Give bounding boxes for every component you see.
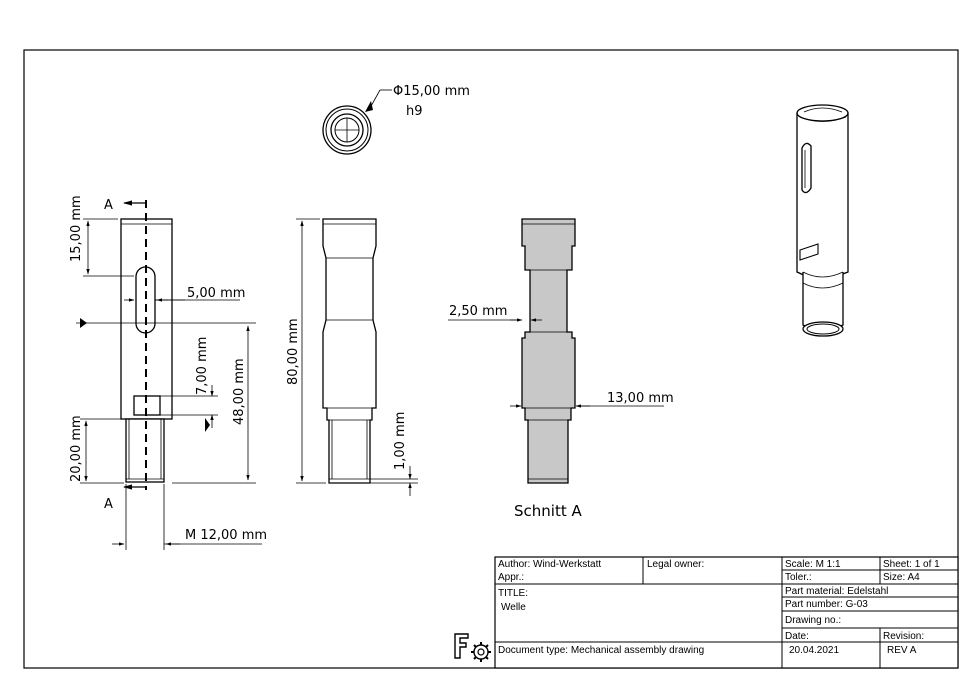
- title-label: TITLE:: [498, 588, 528, 599]
- dim-tol: h9: [406, 104, 423, 119]
- section-a-view: 2,50 mm 13,00 mm Schnitt A: [448, 218, 674, 520]
- thread-stub: [125, 418, 165, 483]
- revision-label: Revision:: [883, 631, 924, 642]
- dim-20: 20,00 mm: [69, 415, 84, 482]
- section-marker-bottom: A: [104, 497, 113, 512]
- revision-value: REV A: [887, 645, 917, 656]
- date-label: Date:: [785, 631, 809, 642]
- dim-13: 13,00 mm: [607, 391, 674, 406]
- front-view: A A 15,00 mm 5,00 mm 48,00 mm 7,00 mm 20…: [69, 195, 267, 550]
- isometric-view: [796, 104, 849, 337]
- section-title: Schnitt A: [514, 502, 582, 520]
- top-view: Φ15,00 mm h9: [322, 84, 470, 155]
- side-view: 80,00 mm 1,00 mm: [286, 218, 418, 496]
- part-number-field: Part number: G-03: [785, 599, 868, 610]
- dim-5: 5,00 mm: [187, 286, 245, 301]
- appr-field: Appr.:: [498, 572, 524, 583]
- dim-7: 7,00 mm: [195, 337, 210, 395]
- toler-field: Toler.:: [785, 572, 812, 583]
- author-field: Author: Wind-Werkstatt: [498, 559, 601, 570]
- drawing-no-field: Drawing no.:: [785, 615, 841, 626]
- part-material-field: Part material: Edelstahl: [785, 586, 888, 597]
- section-marker-top: A: [104, 198, 113, 213]
- scale-field: Scale: M 1:1: [785, 559, 841, 570]
- date-value: 20.04.2021: [789, 645, 839, 656]
- side-profile: [322, 218, 377, 484]
- section-cut-area: [521, 218, 576, 484]
- document-type-field: Document type: Mechanical assembly drawi…: [498, 645, 704, 656]
- title-block: Author: Wind-Werkstatt Appr.: Legal owne…: [494, 556, 959, 669]
- cad-logo-icon: [454, 633, 491, 662]
- size-field: Size: A4: [883, 572, 920, 583]
- dim-80: 80,00 mm: [286, 318, 301, 385]
- dim-48: 48,00 mm: [232, 358, 247, 425]
- dim-m12: M 12,00 mm: [185, 528, 267, 543]
- dim-2-5: 2,50 mm: [449, 304, 507, 319]
- dim-dia15: Φ15,00 mm: [393, 84, 470, 99]
- dim-15: 15,00 mm: [69, 195, 84, 262]
- legal-owner-field: Legal owner:: [647, 559, 704, 570]
- sheet-field: Sheet: 1 of 1: [883, 559, 940, 570]
- sheet-frame: [23, 49, 959, 669]
- dim-1: 1,00 mm: [393, 412, 408, 470]
- title-value: Welle: [501, 602, 526, 613]
